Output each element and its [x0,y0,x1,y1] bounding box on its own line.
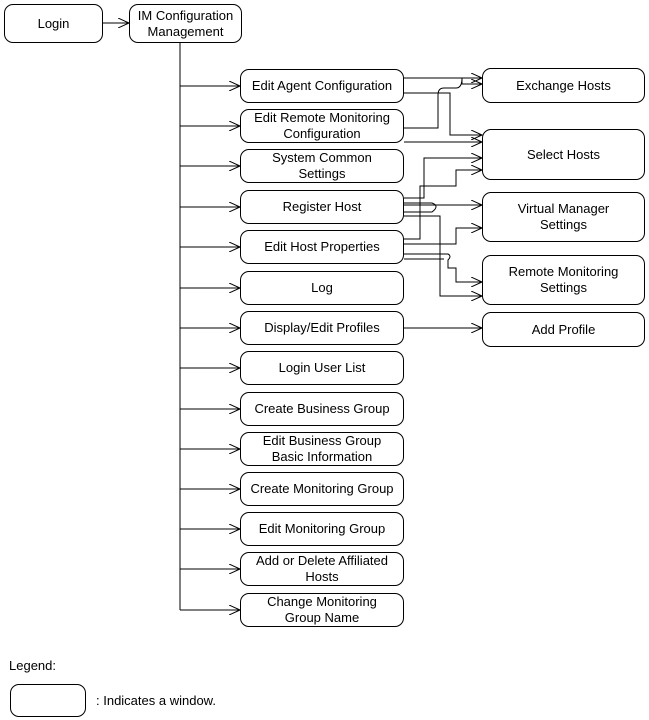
trunk-branches [180,86,240,610]
add-or-delete-affiliated-hosts-window: Add or Delete Affiliated Hosts [240,552,404,586]
legend-title: Legend: [9,658,56,673]
edit-remote-monitoring-configuration-window: Edit Remote Monitoring Configuration [240,109,404,143]
change-monitoring-group-name-window: Change Monitoring Group Name [240,593,404,627]
edges-edit-remote [404,77,482,142]
register-host-window: Register Host [240,190,404,224]
virtual-manager-settings-window: Virtual Manager Settings [482,192,645,242]
edges-edit-host-properties [404,170,482,282]
edit-host-properties-window: Edit Host Properties [240,230,404,264]
display-edit-profiles-window: Display/Edit Profiles [240,311,404,345]
edges-edit-agent [404,78,482,135]
login-window: Login [4,4,103,43]
create-monitoring-group-window: Create Monitoring Group [240,472,404,506]
edit-monitoring-group-window: Edit Monitoring Group [240,512,404,546]
legend-description: : Indicates a window. [96,693,216,708]
select-hosts-window: Select Hosts [482,129,645,180]
remote-monitoring-settings-window: Remote Monitoring Settings [482,255,645,305]
im-configuration-management-window: IM Configuration Management [129,4,242,43]
edges-register-host [404,158,482,296]
login-user-list-window: Login User List [240,351,404,385]
edit-business-group-basic-information-window: Edit Business Group Basic Information [240,432,404,466]
log-window: Log [240,271,404,305]
legend-window-symbol [10,684,86,717]
exchange-hosts-window: Exchange Hosts [482,68,645,103]
create-business-group-window: Create Business Group [240,392,404,426]
system-common-settings-window: System Common Settings [240,149,404,183]
add-profile-window: Add Profile [482,312,645,347]
edit-agent-configuration-window: Edit Agent Configuration [240,69,404,103]
